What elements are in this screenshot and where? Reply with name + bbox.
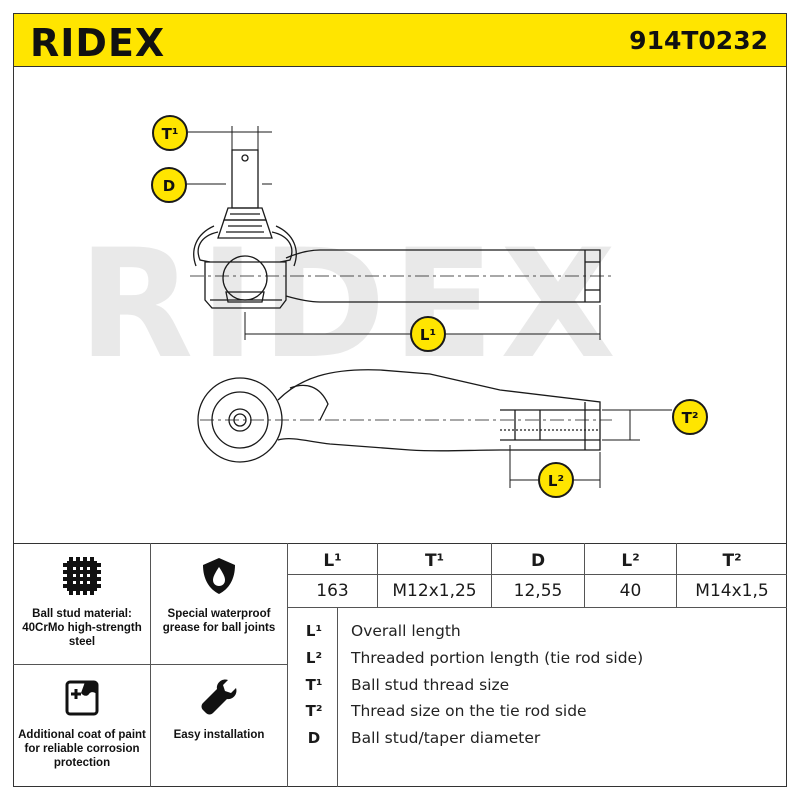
callout-l2: L² — [538, 462, 574, 498]
legend-key: L² — [305, 649, 323, 667]
divider — [676, 543, 677, 607]
spec-value: 40 — [619, 581, 642, 601]
feature-paint: Additional coat of paint for reliable co… — [18, 676, 146, 770]
water-drop-shield-icon — [203, 558, 235, 594]
divider — [337, 607, 338, 787]
divider — [584, 543, 585, 607]
spec-header: T¹ — [424, 551, 445, 571]
drawing-area — [13, 67, 787, 543]
feature-text: Ball stud material: 40CrMo high-strength… — [22, 608, 142, 648]
legend-key: D — [307, 729, 321, 747]
divider — [150, 543, 151, 787]
spec-value: 163 — [316, 581, 349, 601]
divider — [491, 543, 492, 607]
callout-t1: T¹ — [152, 115, 188, 151]
divider — [287, 607, 787, 608]
feature-text: Additional coat of paint for reliable co… — [18, 729, 146, 769]
spec-header: T² — [722, 551, 742, 571]
svg-text:T¹: T¹ — [162, 125, 179, 143]
feature-text: Easy installation — [173, 729, 265, 741]
chip-icon — [63, 557, 101, 595]
callout-d: D — [151, 167, 187, 203]
svg-text:L²: L² — [548, 472, 564, 490]
divider — [13, 664, 287, 665]
spec-header: L¹ — [323, 551, 342, 571]
legend-desc: Thread size on the tie rod side — [351, 702, 587, 720]
legend-desc: Ball stud/taper diameter — [351, 729, 541, 747]
spec-header: D — [530, 551, 546, 571]
legend-key: T² — [305, 702, 323, 720]
info-panel — [13, 543, 787, 787]
divider — [287, 543, 288, 787]
svg-text:L¹: L¹ — [420, 326, 436, 344]
svg-text:T²: T² — [682, 409, 699, 427]
divider — [377, 543, 378, 607]
paint-bucket-icon — [65, 680, 99, 716]
legend-desc: Overall length — [351, 622, 461, 640]
callout-t2: T² — [672, 399, 708, 435]
header-bar: RIDEX 914T0232 — [13, 13, 787, 67]
part-number: 914T0232 — [629, 26, 768, 55]
legend-key: L¹ — [305, 622, 323, 640]
feature-text: Special waterproof grease for ball joint… — [162, 608, 276, 634]
brand-logo: RIDEX — [30, 21, 166, 65]
legend-desc: Ball stud thread size — [351, 676, 510, 694]
spec-value: M12x1,25 — [392, 581, 477, 601]
feature-installation: Easy installation — [156, 676, 282, 742]
legend-desc: Threaded portion length (tie rod side) — [351, 649, 644, 667]
divider — [287, 574, 787, 575]
feature-material: Ball stud material: 40CrMo high-strength… — [18, 555, 146, 649]
feature-grease: Special waterproof grease for ball joint… — [156, 555, 282, 635]
spec-header: L² — [621, 551, 640, 571]
svg-text:D: D — [163, 177, 175, 195]
legend-key: T¹ — [305, 676, 323, 694]
spec-value: 12,55 — [513, 581, 563, 601]
spec-value: M14x1,5 — [695, 581, 769, 601]
callout-l1: L¹ — [410, 316, 446, 352]
watermark: RIDEX — [78, 218, 622, 392]
wrench-icon — [201, 679, 237, 715]
